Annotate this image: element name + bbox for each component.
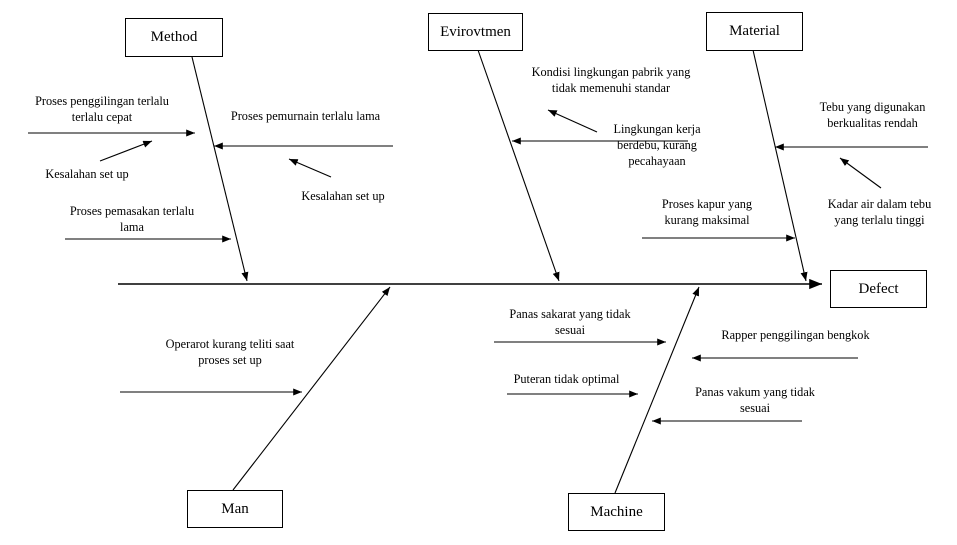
category-label-environment: Evirovtmen (440, 23, 511, 40)
rib-environment (477, 49, 560, 282)
category-label-material: Material (729, 23, 780, 40)
effect-box-defect[interactable]: Defect (830, 270, 927, 308)
category-label-method: Method (150, 29, 198, 46)
cause-label-m5: Kesalahan set up (301, 189, 385, 203)
rib-method (191, 56, 249, 282)
cause-label-e1: Kondisi lingkungan pabrik yang tidak mem… (531, 65, 691, 96)
category-box-machine[interactable]: Machine (568, 493, 665, 531)
category-box-material[interactable]: Material (706, 12, 803, 51)
effect-label-defect: Defect (858, 280, 899, 297)
cause-label-c1: Panas sakarat yang tidak sesuai (509, 307, 631, 338)
cause-label-e3: Proses kapur yang kurang maksimal (661, 197, 753, 228)
cause-label-c2: Puteran tidak optimal (513, 372, 620, 386)
category-label-man: Man (221, 500, 249, 517)
rib-material (752, 49, 808, 282)
cause-label-n1: Operarot kurang teliti saat proses set u… (165, 337, 295, 368)
cause-label-t2: Kadar air dalam tebu yang terlalu tinggi (827, 197, 932, 228)
cause-label-e2: Lingkungan kerja berdebu, kurang pecahay… (613, 122, 701, 169)
cause-arrow-e2 (547, 109, 598, 133)
cause-arrow-t2 (839, 157, 882, 189)
cause-arrow-m5 (288, 158, 332, 178)
cause-label-c3: Rapper penggilingan bengkok (721, 328, 870, 342)
cause-label-m2: Kesalahan set up (45, 167, 129, 181)
category-box-method[interactable]: Method (125, 18, 223, 57)
cause-label-m4: Proses pemurnain terlalu lama (230, 109, 381, 123)
cause-label-c4: Panas vakum yang tidak sesuai (695, 385, 815, 416)
category-label-machine: Machine (590, 503, 643, 520)
cause-label-m1: Proses penggilingan terlalu terlalu cepa… (35, 94, 169, 125)
cause-arrow-m2 (99, 140, 153, 162)
cause-label-m3: Proses pemasakan terlalu lama (69, 204, 195, 235)
cause-label-t1: Tebu yang digunakan berkualitas rendah (819, 100, 926, 131)
category-box-environment[interactable]: Evirovtmen (428, 13, 523, 51)
rib-man (232, 286, 391, 491)
rib-machine (614, 286, 700, 494)
category-box-man[interactable]: Man (187, 490, 283, 528)
